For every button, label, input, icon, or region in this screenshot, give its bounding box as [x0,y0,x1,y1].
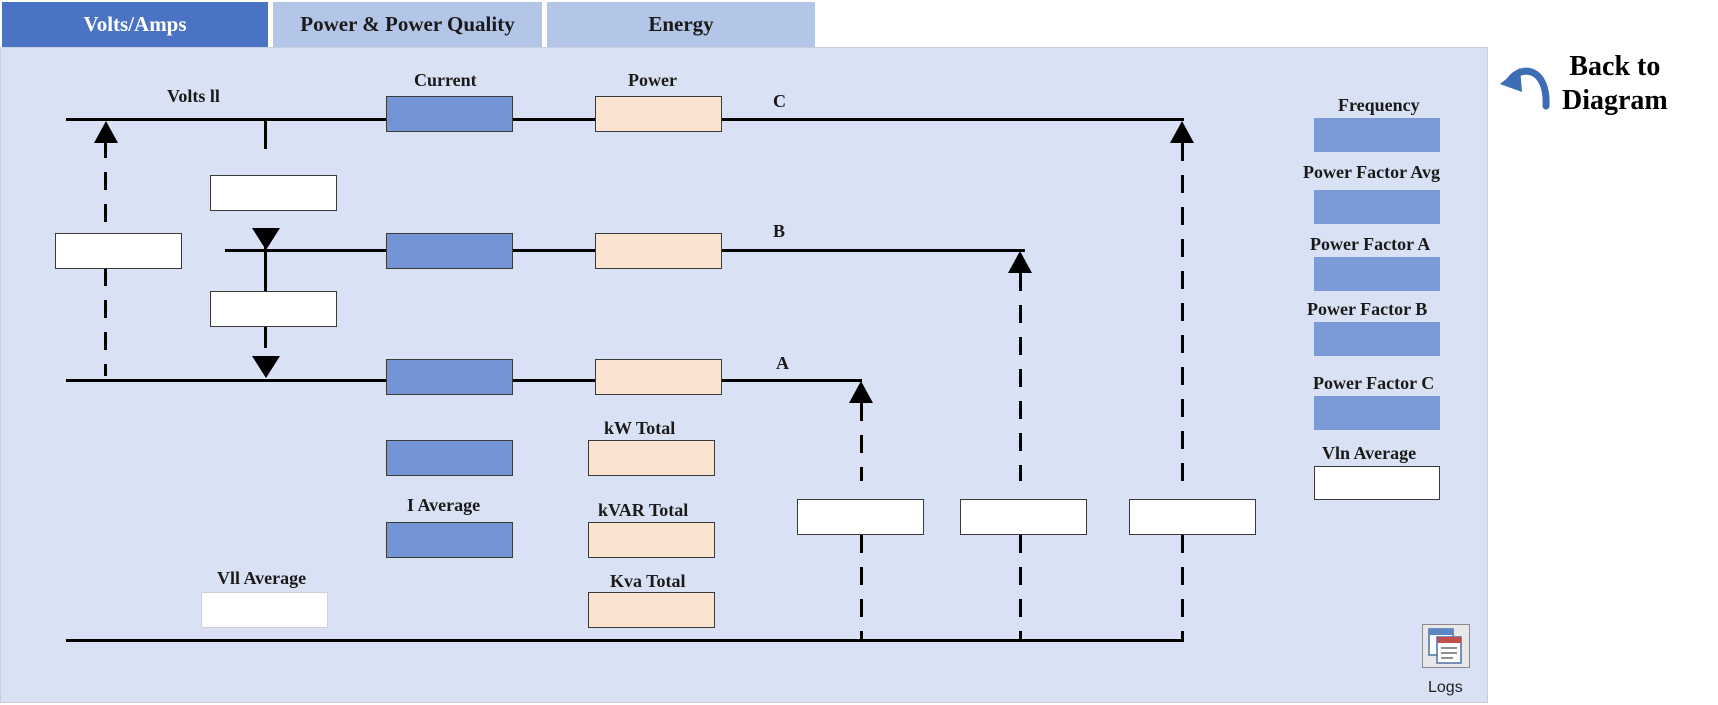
back-to-diagram-button[interactable]: Back to Diagram [1500,50,1668,118]
kva-total-label: Kva Total [610,571,686,591]
vll-bc-value [210,175,337,211]
vll-average-value [201,592,328,628]
pf-a-label: Power Factor A [1310,234,1431,254]
pf-avg-label: Power Factor Avg [1303,162,1440,182]
current-b-value [386,233,513,269]
kw-total-label: kW Total [604,418,676,438]
vln-a-dash-upper [860,403,863,481]
vll-average-label: Vll Average [217,568,307,588]
vll-drop-line [264,121,267,149]
vln-a-dash-lower [860,535,863,639]
kvar-total-value [588,522,715,558]
neutral-line [66,639,1184,642]
frequency-value [1314,118,1440,152]
tab-power-quality[interactable]: Power & Power Quality [273,2,542,47]
pf-avg-value [1314,190,1440,224]
vll-ab-stub [264,326,267,348]
vln-c-value [1129,499,1256,535]
vln-b-value [960,499,1087,535]
logs-label[interactable]: Logs [1428,679,1463,696]
tab-energy[interactable]: Energy [547,2,815,47]
vln-b-dash-lower [1019,535,1022,639]
vll-arrow-down-ab-icon [252,356,280,378]
vln-b-arrow-up-icon [1008,251,1032,273]
vln-average-value [1314,466,1440,500]
current-c-value [386,96,513,132]
i-average-value [386,522,513,558]
back-to-diagram-label: Back to Diagram [1562,51,1668,116]
vll-arrow-up-icon [94,121,118,143]
pf-b-label: Power Factor B [1307,299,1428,319]
kw-total-value [588,440,715,476]
vln-average-label: Vln Average [1322,443,1417,463]
phase-a-label: A [776,353,789,373]
kva-total-value [588,592,715,628]
pf-a-value [1314,257,1440,291]
pf-b-value [1314,322,1440,356]
power-label: Power [628,70,677,90]
vln-b-dash-upper [1019,273,1022,481]
vln-a-arrow-up-icon [849,381,873,403]
vll-ca-value [55,233,182,269]
logs-icon[interactable] [1422,624,1470,668]
volts-ll-label: Volts ll [167,86,220,106]
vln-c-dash-upper [1181,143,1184,481]
pf-c-label: Power Factor C [1313,373,1435,393]
curved-back-arrow-icon [1500,58,1554,115]
kvar-total-label: kVAR Total [598,500,689,520]
phase-b-label: B [773,221,786,241]
pf-c-value [1314,396,1440,430]
vln-a-value [797,499,924,535]
current-a-value [386,359,513,395]
phase-c-label: C [773,91,786,111]
power-b-value [595,233,722,269]
tab-volts-amps[interactable]: Volts/Amps [2,2,268,47]
current-n-value [386,440,513,476]
vll-bc-connector [264,235,267,291]
current-label: Current [414,70,477,90]
vll-ab-value [210,291,337,327]
vln-c-arrow-up-icon [1170,121,1194,143]
vln-c-dash-lower [1181,535,1184,639]
i-average-label: I Average [407,495,481,515]
power-c-value [595,96,722,132]
frequency-label: Frequency [1338,95,1420,115]
power-a-value [595,359,722,395]
